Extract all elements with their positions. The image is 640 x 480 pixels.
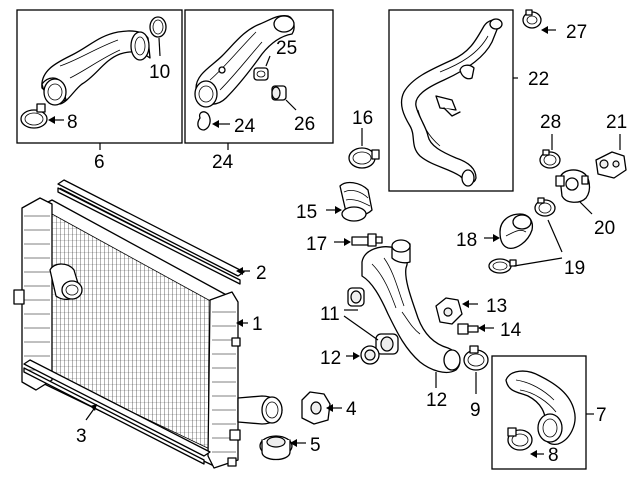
callout-7: 7 bbox=[596, 405, 607, 426]
bushing-12-b[interactable] bbox=[375, 333, 399, 355]
seal-strip-3[interactable] bbox=[23, 359, 211, 465]
callout-16: 15 bbox=[296, 202, 317, 223]
box-frame-7 bbox=[491, 355, 587, 470]
charge-pipe-11[interactable] bbox=[361, 239, 461, 374]
callout-3: 3 bbox=[76, 426, 87, 447]
callout-4: 4 bbox=[346, 399, 357, 420]
clamp-8-lower[interactable] bbox=[507, 427, 533, 451]
callout-20: 19 bbox=[564, 258, 585, 279]
callout-12: 11 bbox=[320, 304, 340, 325]
pipe-19[interactable] bbox=[499, 213, 534, 249]
callout-27: 25 bbox=[276, 38, 297, 59]
group-box-23 bbox=[388, 9, 518, 192]
clamp-9[interactable] bbox=[463, 345, 489, 371]
callout-21: 20 bbox=[594, 218, 615, 239]
callout-11: 12 bbox=[426, 390, 447, 411]
callout-22: 21 bbox=[606, 112, 627, 133]
valve-21[interactable] bbox=[555, 169, 591, 203]
hose-6[interactable] bbox=[41, 30, 151, 106]
sensor-18[interactable] bbox=[351, 233, 383, 247]
callout-18: 17 bbox=[306, 234, 327, 255]
clamp-24-top[interactable] bbox=[522, 9, 542, 29]
box-frame-23 bbox=[388, 9, 514, 192]
seal-strip-2[interactable] bbox=[57, 179, 245, 285]
callout-17: 16 bbox=[352, 108, 373, 129]
group-box-25: 25 26 24 bbox=[184, 9, 334, 144]
mount-4[interactable] bbox=[301, 391, 331, 425]
group-box-6: 10 8 bbox=[16, 9, 183, 144]
sensor-22[interactable] bbox=[595, 151, 627, 179]
callout-13: 12 bbox=[320, 348, 341, 369]
clamp-20-b[interactable] bbox=[488, 258, 517, 274]
grommet-27[interactable] bbox=[253, 67, 269, 81]
bushing-12-a[interactable] bbox=[347, 287, 365, 307]
grommet-5[interactable] bbox=[259, 435, 293, 461]
callout-19: 18 bbox=[456, 230, 477, 251]
callout-23: 22 bbox=[528, 69, 549, 90]
bolt-15[interactable] bbox=[457, 323, 479, 335]
callout-9: 9 bbox=[470, 400, 481, 421]
callout-26: 24 bbox=[234, 116, 256, 137]
o-ring-10[interactable] bbox=[149, 16, 167, 38]
callout-14: 13 bbox=[486, 296, 507, 317]
clamp-24-mid[interactable] bbox=[539, 149, 561, 169]
box-frame-25 bbox=[184, 9, 334, 144]
callout-24-mid: 28 bbox=[540, 112, 561, 133]
grommet-28[interactable] bbox=[271, 85, 287, 101]
callout-6: 6 bbox=[94, 152, 105, 173]
callout-8-upper: 8 bbox=[67, 112, 78, 133]
coolant-hose-23[interactable] bbox=[400, 18, 503, 187]
callout-15: 14 bbox=[500, 320, 522, 341]
callout-24-top: 27 bbox=[566, 22, 587, 43]
sensor-14[interactable] bbox=[435, 297, 463, 325]
hose-7[interactable] bbox=[505, 370, 576, 445]
clip-26[interactable] bbox=[197, 111, 211, 131]
callout-10: 10 bbox=[149, 62, 170, 83]
clamp-17[interactable] bbox=[348, 147, 380, 169]
callout-1: 1 bbox=[252, 314, 263, 335]
callout-28: 26 bbox=[294, 114, 315, 135]
callout-25: 24 bbox=[212, 152, 234, 173]
callout-8-lower: 8 bbox=[548, 445, 559, 466]
pipe-25[interactable] bbox=[194, 14, 295, 108]
group-box-7: 8 bbox=[491, 355, 594, 470]
clamp-20-a[interactable] bbox=[534, 197, 556, 217]
grommet-13[interactable] bbox=[360, 345, 380, 365]
hose-16[interactable] bbox=[339, 181, 373, 222]
clamp-8-upper[interactable] bbox=[20, 103, 48, 129]
callout-5: 5 bbox=[310, 435, 321, 456]
callout-2: 2 bbox=[256, 263, 267, 284]
